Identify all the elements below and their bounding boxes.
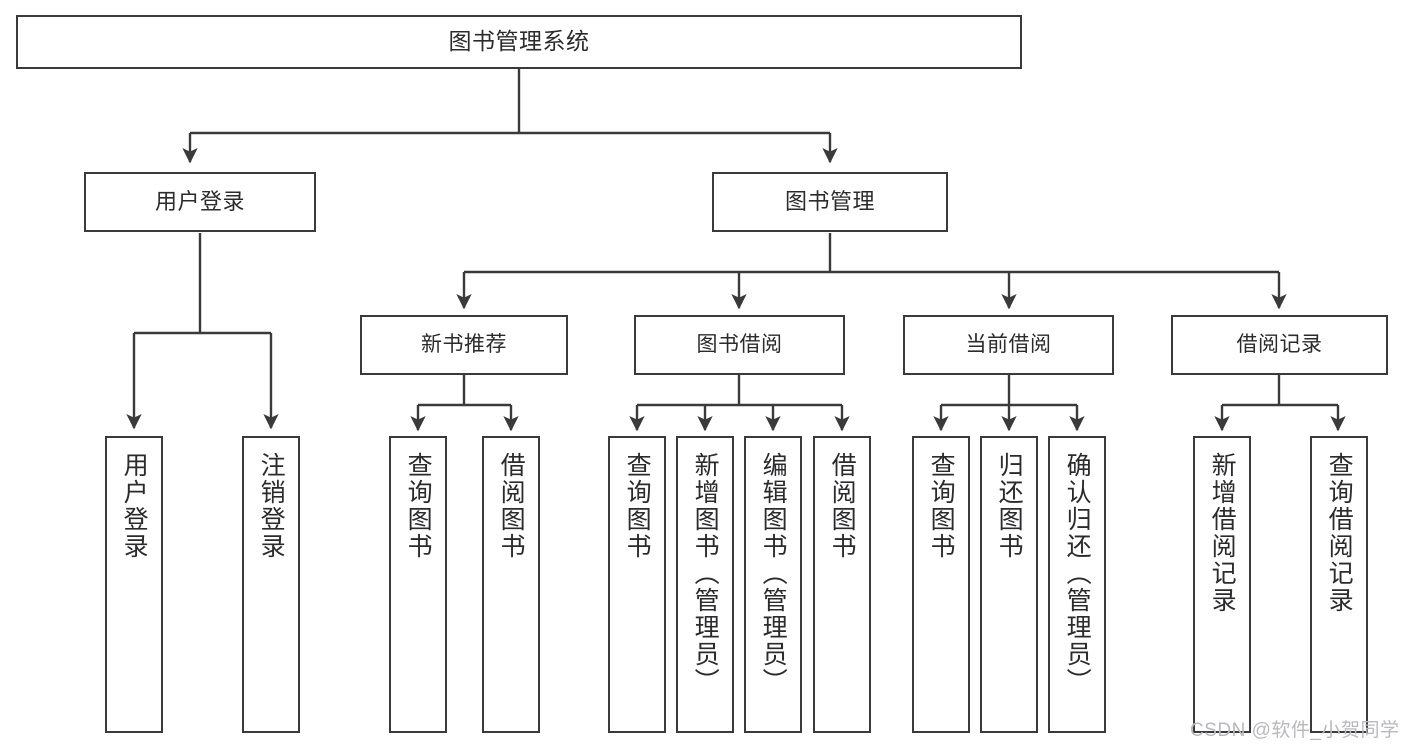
leaf-record-add-label: 新增借阅记录 <box>1208 452 1237 614</box>
leaf-borrow-borrow-book[interactable]: 借阅图书 <box>813 436 871 733</box>
leaf-recommend-borrow-book[interactable]: 借阅图书 <box>482 436 540 733</box>
leaf-borrow-add-book[interactable]: 新增图书（管理员） <box>676 436 734 733</box>
leaf-record-add[interactable]: 新增借阅记录 <box>1193 436 1251 733</box>
leaf-borrow-query-book[interactable]: 查询图书 <box>608 436 666 733</box>
leaf-borrow-edit-book[interactable]: 编辑图书（管理员） <box>744 436 802 733</box>
leaf-current-confirm-return-label: 确认归还（管理员） <box>1063 452 1092 695</box>
node-current-borrow-label: 当前借阅 <box>965 332 1052 356</box>
node-book-borrow-label: 图书借阅 <box>696 332 783 356</box>
leaf-recommend-borrow-book-label: 借阅图书 <box>497 452 526 560</box>
leaf-user-login[interactable]: 用户登录 <box>105 436 163 733</box>
leaf-borrow-add-book-label: 新增图书（管理员） <box>691 452 720 695</box>
node-current-borrow[interactable]: 当前借阅 <box>903 315 1114 375</box>
node-new-book-recommend-label: 新书推荐 <box>421 332 507 356</box>
leaf-recommend-query-book-label: 查询图书 <box>404 452 433 560</box>
node-book-borrow[interactable]: 图书借阅 <box>634 315 845 375</box>
leaf-user-logout[interactable]: 注销登录 <box>242 436 300 733</box>
node-user-login-label: 用户登录 <box>154 189 245 215</box>
node-user-login[interactable]: 用户登录 <box>84 172 316 232</box>
leaf-current-query-book-label: 查询图书 <box>927 452 956 560</box>
node-root[interactable]: 图书管理系统 <box>16 15 1022 69</box>
leaf-borrow-borrow-book-label: 借阅图书 <box>828 452 857 560</box>
leaf-record-query-label: 查询借阅记录 <box>1325 452 1354 614</box>
leaf-current-return-book-label: 归还图书 <box>995 452 1024 560</box>
leaf-current-return-book[interactable]: 归还图书 <box>980 436 1038 733</box>
node-root-label: 图书管理系统 <box>448 28 590 55</box>
node-borrow-record[interactable]: 借阅记录 <box>1171 315 1388 375</box>
leaf-recommend-query-book[interactable]: 查询图书 <box>389 436 447 733</box>
leaf-current-query-book[interactable]: 查询图书 <box>912 436 970 733</box>
node-book-management-label: 图书管理 <box>784 189 875 215</box>
leaf-borrow-query-book-label: 查询图书 <box>623 452 652 560</box>
leaf-user-login-label: 用户登录 <box>120 452 149 560</box>
node-book-management[interactable]: 图书管理 <box>712 172 948 232</box>
node-borrow-record-label: 借阅记录 <box>1236 332 1323 356</box>
leaf-borrow-edit-book-label: 编辑图书（管理员） <box>759 452 788 695</box>
leaf-current-confirm-return[interactable]: 确认归还（管理员） <box>1048 436 1106 733</box>
leaf-user-logout-label: 注销登录 <box>257 452 286 560</box>
watermark: CSDN @软件_小贺同学 <box>1190 720 1400 741</box>
node-new-book-recommend[interactable]: 新书推荐 <box>360 315 568 375</box>
leaf-record-query[interactable]: 查询借阅记录 <box>1310 436 1368 733</box>
